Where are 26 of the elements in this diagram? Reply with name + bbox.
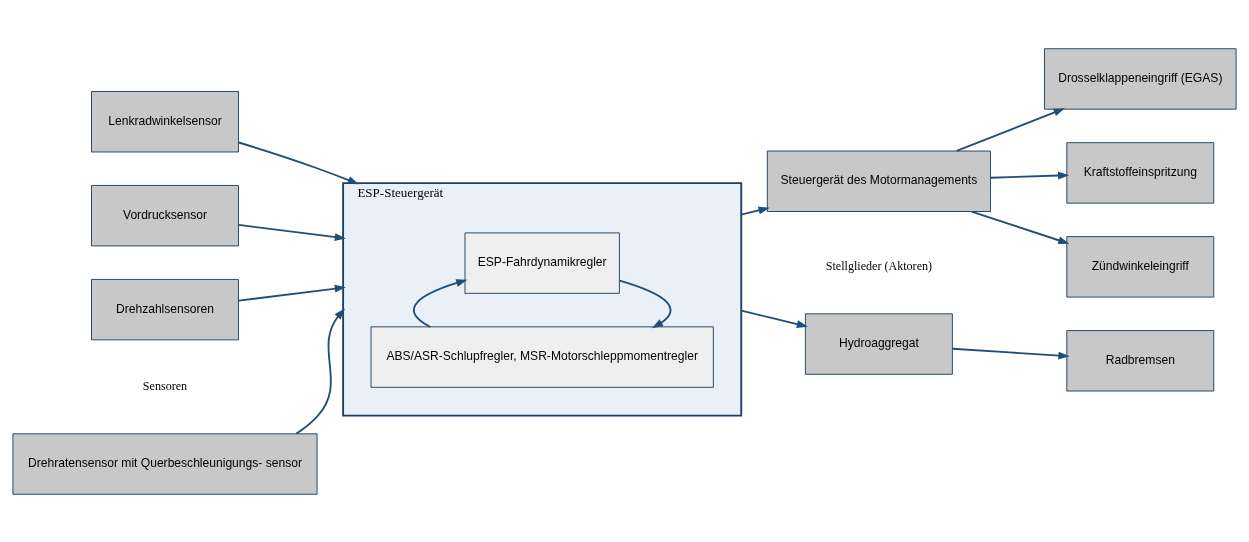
arrow xyxy=(970,210,1070,244)
label: Sensoren xyxy=(142,378,188,393)
arrow xyxy=(237,223,346,241)
node-box: Drehzahlsensoren xyxy=(91,278,239,340)
node-box: Drosselklappeneingriff (EGAS) xyxy=(1044,47,1237,110)
arrow xyxy=(740,206,770,216)
arrow xyxy=(237,284,346,302)
arrow xyxy=(413,278,468,328)
arrow xyxy=(951,347,1070,359)
node-box: ESP-Fahrdynamikregler xyxy=(464,231,620,294)
node-box: Radbremsen xyxy=(1066,329,1215,391)
arrow xyxy=(989,171,1070,179)
node-box: Zündwinkeleingriff xyxy=(1066,235,1215,298)
node-box: ABS/ASR-Schlupfregler, MSR-Motorschleppmomentregler xyxy=(370,325,714,388)
arrow xyxy=(955,107,1065,152)
node-box: Drehratensensor mit Querbeschleunigungs- sensor xyxy=(12,432,318,495)
node-box: Hydroaggregat xyxy=(804,312,953,375)
arrow xyxy=(618,279,672,328)
node-box: Lenkradwinkelsensor xyxy=(91,90,239,152)
node-box: Vordrucksensor xyxy=(91,184,239,246)
label: Stellglieder (Aktoren) xyxy=(825,258,933,273)
arrow xyxy=(740,309,808,328)
node-box: Kraftstoffeinspritzung xyxy=(1066,141,1215,204)
arrow xyxy=(295,307,345,435)
node-box: Steuergerät des Motormanagements xyxy=(766,150,991,212)
arrow xyxy=(237,141,359,184)
